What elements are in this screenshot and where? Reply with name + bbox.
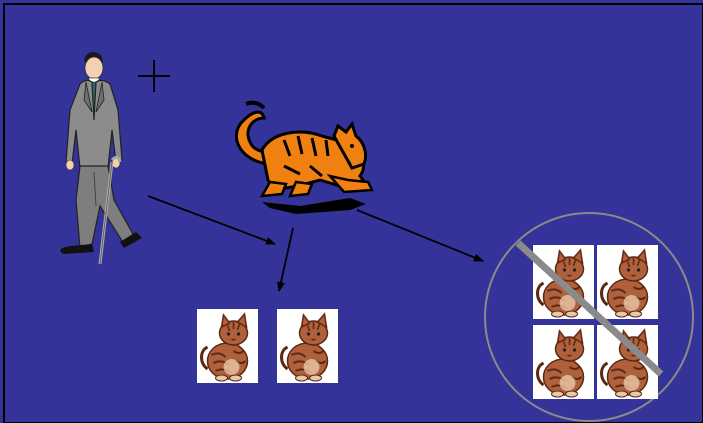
plus-icon: [138, 60, 170, 92]
prohibited-kittens-group: [484, 212, 694, 422]
kitten-card: [597, 245, 658, 319]
prohibition-slash: [515, 240, 664, 377]
arrow-cat-to-prohibited-kittens: [356, 209, 484, 262]
arrow-cat-down-to-kittens: [277, 227, 294, 292]
slide-border: [3, 3, 703, 423]
arrow-man-to-kittens: [147, 195, 276, 245]
man-with-cane-icon: [60, 52, 142, 265]
kitten-card: [533, 325, 594, 399]
kitten-card: [277, 309, 338, 383]
orange-cat-icon: [234, 100, 374, 214]
prohibition-circle: [484, 212, 694, 422]
kitten-card: [197, 309, 258, 383]
